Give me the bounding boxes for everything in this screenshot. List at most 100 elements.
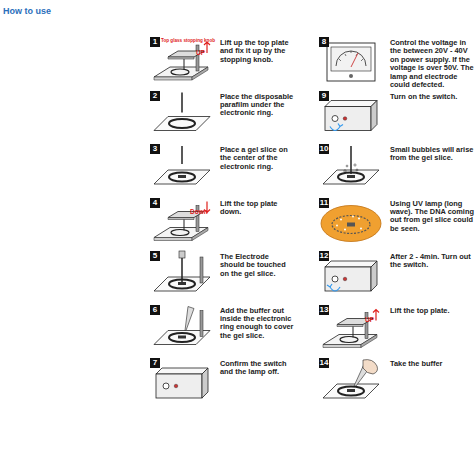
bubble <box>354 164 356 166</box>
meter-face <box>331 47 371 71</box>
electrode <box>350 146 352 174</box>
step-box: 11 Using UV lamp (long wave). The DNA com… <box>319 198 475 248</box>
hand <box>363 360 378 374</box>
gel-slice <box>347 223 355 227</box>
meter-ticks <box>339 51 363 61</box>
power-supply <box>156 368 208 398</box>
gel-slice <box>347 175 355 178</box>
uv-glow <box>321 206 381 242</box>
gel-slice <box>178 282 186 285</box>
step-box: 7 Confirm the switch and the lamp off. <box>150 358 295 408</box>
step-box: 13 Lift the top plate. <box>319 305 475 355</box>
step-illustration <box>321 206 381 242</box>
step-number: 4 <box>150 198 160 208</box>
step-illustration <box>325 101 377 131</box>
callout-label: Down <box>190 208 208 215</box>
callout-label: UP <box>365 316 374 323</box>
step-text: Turn on the switch. <box>390 93 474 101</box>
step-number: 1 <box>150 37 160 47</box>
step-box: 12After 2 - 4min. Turn out the switch. <box>319 251 475 301</box>
electrode <box>181 93 183 113</box>
meter-needle <box>351 53 358 67</box>
dot <box>336 225 338 227</box>
callout-label: UP <box>196 49 205 56</box>
step-box: 6 Add the buffer out inside the electroni… <box>150 305 295 355</box>
bubble <box>356 169 358 171</box>
turn-arrow <box>330 124 343 131</box>
dot <box>358 218 360 220</box>
step-illustration <box>156 368 208 398</box>
step-box: 5The Electrode should be touched on the … <box>150 251 295 301</box>
post <box>200 257 203 283</box>
step-illustration <box>154 146 210 184</box>
ring <box>332 216 370 234</box>
apparatus <box>154 206 208 241</box>
step-number: 10 <box>319 144 329 154</box>
step-illustration <box>327 43 375 81</box>
step-illustration <box>325 261 377 291</box>
step-number: 13 <box>319 305 329 315</box>
step-number: 3 <box>150 144 160 154</box>
dot <box>344 229 346 231</box>
step-text: Take the buffer <box>390 360 474 368</box>
step-number: 14 <box>319 358 329 368</box>
gel-slice <box>178 336 186 339</box>
callout-label: Top glass stopping knob <box>161 38 215 43</box>
meter-case <box>327 43 375 81</box>
step-text: Place a gel slice on the center of the e… <box>220 146 294 171</box>
step-number: 6 <box>150 305 160 315</box>
dot <box>360 228 362 230</box>
step-number: 11 <box>319 198 329 208</box>
step-box: 4 Lift the top plate down. <box>150 198 295 248</box>
step-text: Add the buffer out inside the electronic… <box>220 307 294 341</box>
step-illustration <box>154 202 210 241</box>
step-box: 1 Lift up the top plate and fix it up by … <box>150 37 295 87</box>
pipette <box>185 307 194 331</box>
step-illustration <box>323 310 379 348</box>
step-box: 3 Place a gel slice on the center of the … <box>150 144 295 194</box>
electrode-holder <box>179 251 185 258</box>
step-number: 8 <box>319 37 329 47</box>
gel-slice <box>347 389 355 392</box>
step-text: Lift the top plate down. <box>220 200 294 217</box>
step-illustration <box>154 251 210 291</box>
step-box: 14 Take the buffer <box>319 358 475 408</box>
bubbles <box>344 164 358 172</box>
step-text: Small bubbles will arise from the gel sl… <box>390 146 474 163</box>
step-text: Using UV lamp (long wave). The DNA comin… <box>390 200 474 234</box>
turn-arrow <box>327 284 340 291</box>
step-illustration <box>154 93 210 131</box>
bubble <box>346 165 348 167</box>
apparatus <box>323 313 377 348</box>
parafilm-ring <box>323 384 379 398</box>
step-box: 9Turn on the switch. <box>319 91 475 141</box>
power-supply <box>325 261 377 291</box>
step-text: Place the disposable parafilm under the … <box>220 93 294 118</box>
step-illustration <box>323 146 379 184</box>
step-number: 7 <box>150 358 160 368</box>
bubble <box>344 170 346 172</box>
step-number: 5 <box>150 251 160 261</box>
step-text: After 2 - 4min. Turn out the switch. <box>390 253 474 270</box>
dot <box>352 216 354 218</box>
parafilm-ring <box>154 117 210 131</box>
step-text: Confirm the switch and the lamp off. <box>220 360 294 377</box>
parafilm-ring <box>154 170 210 184</box>
apparatus <box>154 45 208 80</box>
dna-dots <box>336 216 362 231</box>
electrode <box>181 146 183 164</box>
electrode <box>181 258 183 282</box>
meter-knob <box>349 74 353 78</box>
step-text: Lift up the top plate and fix it up by t… <box>220 39 294 64</box>
power-supply <box>325 101 377 131</box>
meter-scale <box>336 51 366 66</box>
step-box: 10 Small bubbles will arise from the gel … <box>319 144 475 194</box>
step-box: 8 Control the voltage in the between 20V … <box>319 37 475 87</box>
step-text: Lift the top plate. <box>390 307 474 315</box>
post <box>200 311 203 337</box>
step-text: Control the voltage in the between 20V -… <box>390 39 474 89</box>
step-illustration <box>154 42 210 80</box>
gel-slice <box>178 175 186 178</box>
